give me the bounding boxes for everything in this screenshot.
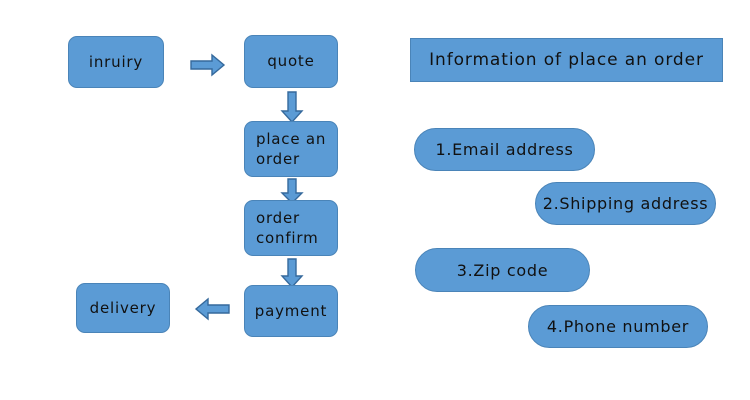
info-pill-label: 4.Phone number [546, 317, 690, 336]
flow-node-label: inruiry [88, 52, 144, 71]
info-pill-label: 2.Shipping address [542, 194, 709, 213]
flow-node-label: order confirm [256, 208, 319, 247]
arrow-right-inruiry-to-quote [190, 53, 226, 77]
arrow-left-payment-to-delivery [192, 297, 230, 321]
flow-node-order-confirm[interactable]: order confirm [244, 200, 338, 256]
info-pill-email-address[interactable]: 1.Email address [414, 128, 595, 171]
info-pill-phone-number[interactable]: 4.Phone number [528, 305, 708, 348]
flow-node-label: delivery [89, 298, 157, 317]
info-pill-shipping-address[interactable]: 2.Shipping address [535, 182, 716, 225]
info-banner-label: Information of place an order [429, 50, 704, 70]
flow-node-payment[interactable]: payment [244, 285, 338, 337]
arrow-down-place-an-order-to-order-confirm [280, 178, 304, 204]
info-pill-label: 3.Zip code [456, 260, 549, 280]
arrow-down-quote-to-place-an-order [280, 91, 304, 123]
flow-node-delivery[interactable]: delivery [76, 283, 170, 333]
flow-node-label: place an order [256, 129, 327, 168]
flow-node-place-an-order[interactable]: place an order [244, 121, 338, 177]
flow-node-label: payment [254, 301, 328, 320]
info-banner: Information of place an order [410, 38, 723, 82]
info-pill-label: 1.Email address [435, 140, 574, 159]
info-pill-zip-code[interactable]: 3.Zip code [415, 248, 590, 292]
flow-node-inruiry[interactable]: inruiry [68, 36, 164, 88]
arrow-down-order-confirm-to-payment [280, 258, 304, 288]
flow-node-quote[interactable]: quote [244, 35, 338, 88]
flow-node-label: quote [267, 52, 315, 71]
